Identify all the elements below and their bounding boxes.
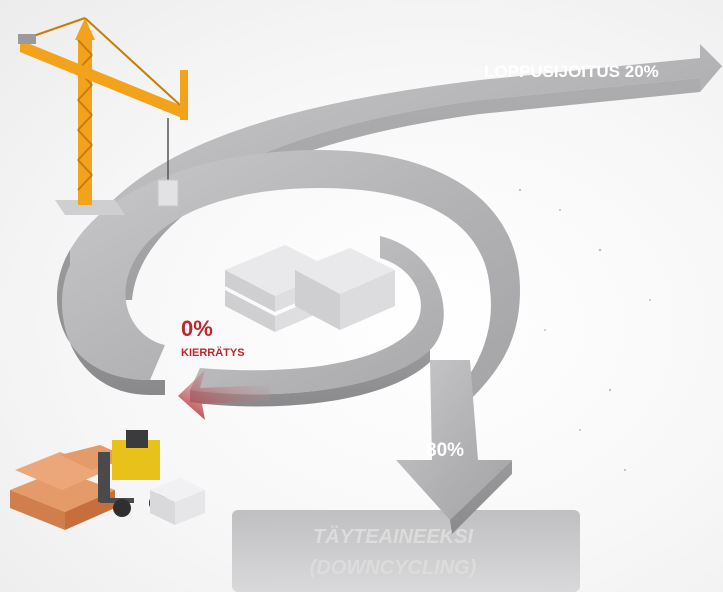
filler-label-line2: (DOWNCYCLING) (310, 557, 477, 579)
dust-particles (499, 188, 651, 472)
blocks-icon (150, 478, 205, 525)
recycling-value: 0% (181, 316, 213, 341)
concrete-slabs-icon (225, 245, 395, 332)
recycling-label: KIERRÄTYS (181, 346, 245, 359)
filler-box: TÄYTEAINEEKSI (DOWNCYCLING) (232, 510, 580, 592)
disposal-label: LOPPUSIJOITUS 20% (484, 62, 659, 81)
spiral-loop (56, 150, 521, 420)
downcycling-arrow (396, 360, 512, 534)
crane-icon (18, 17, 188, 215)
forklift-icon (98, 430, 167, 517)
downcycling-value: 80% (426, 440, 464, 461)
filler-label-line1: TÄYTEAINEEKSI (313, 525, 473, 548)
